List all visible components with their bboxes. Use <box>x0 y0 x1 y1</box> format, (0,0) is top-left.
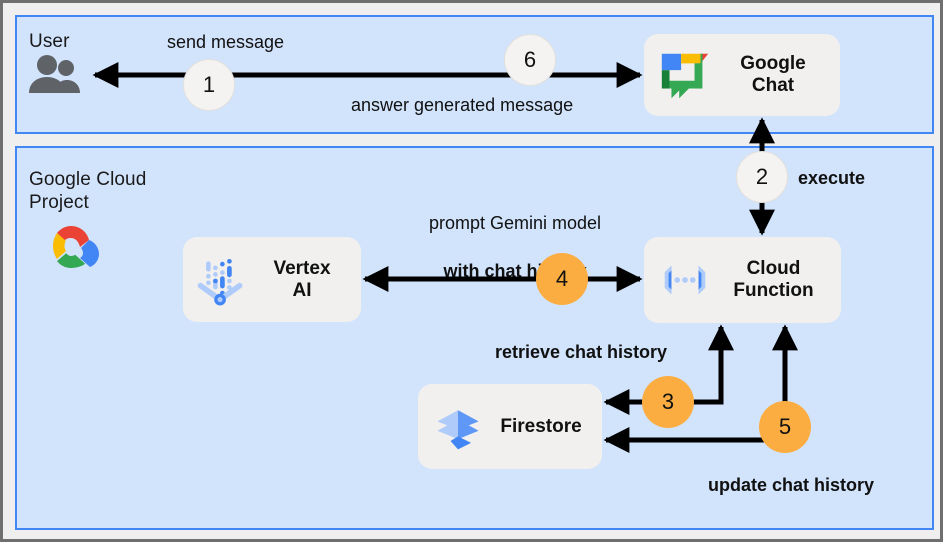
step-badge-1[interactable]: 1 <box>183 59 235 111</box>
flow-label-prompt-line1: prompt Gemini model <box>428 213 602 233</box>
step-badge-2[interactable]: 2 <box>736 151 788 203</box>
connector-arrows <box>92 62 798 453</box>
card-firestore[interactable]: Firestore <box>418 384 602 469</box>
card-google-chat[interactable]: Google Chat <box>644 34 840 116</box>
card-vertex-ai[interactable]: Vertex AI <box>183 237 361 322</box>
flow-label-update-history: update chat history <box>708 475 875 495</box>
firestore-icon <box>430 399 486 455</box>
google-chat-icon <box>656 46 714 104</box>
zone-user-label: User <box>29 31 70 52</box>
card-cloud-function-title: Cloud Function <box>733 258 814 301</box>
step-badge-4[interactable]: 4 <box>536 253 588 305</box>
flow-label-execute: execute <box>798 168 866 188</box>
step-badge-3[interactable]: 3 <box>642 376 694 428</box>
vertex-ai-icon <box>193 252 249 308</box>
google-cloud-logo <box>39 222 103 274</box>
card-cloud-function[interactable]: Cloud Function <box>644 237 841 323</box>
users-icon <box>27 55 81 93</box>
step-badge-5[interactable]: 5 <box>759 401 811 453</box>
card-firestore-title: Firestore <box>500 415 582 437</box>
wire-update-chat-history <box>606 327 788 443</box>
card-google-chat-title: Google Chat <box>740 53 806 96</box>
zone-gcp-label: Google Cloud Project <box>29 169 147 213</box>
flow-label-retrieve-history: retrieve chat history <box>495 342 668 362</box>
card-vertex-ai-title: Vertex AI <box>273 257 331 301</box>
flow-label-answer-message: answer generated message <box>351 95 574 115</box>
step-badge-6[interactable]: 6 <box>504 34 556 86</box>
flow-label-send-message: send message <box>167 32 285 52</box>
cloud-function-icon <box>656 251 714 309</box>
